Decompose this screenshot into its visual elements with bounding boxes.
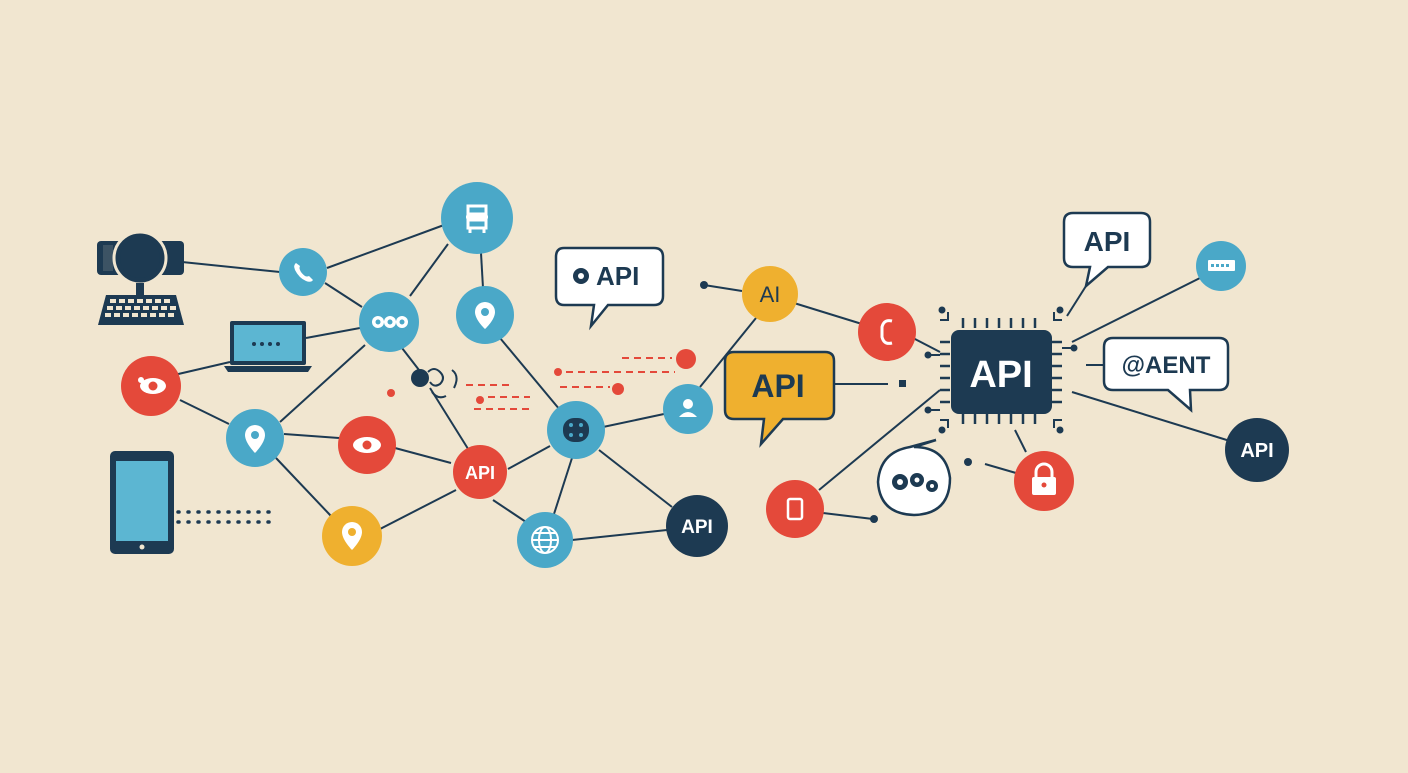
bubble-agent-label: @AENT [1122,352,1211,379]
bubble-agent: @AENT [1102,336,1230,413]
connector-knot [411,368,458,399]
gears-node [359,292,419,352]
c-node [858,303,916,361]
gears-icon [892,473,938,492]
bubble-yellow-api-label: API [751,368,804,404]
tablet-icon [110,451,174,554]
dotted-connectors [156,281,972,524]
connection-lines [173,224,1231,541]
api-node-navy-small: API [666,495,728,557]
chip-icon: API [924,306,1078,434]
bubble-gear-api: API [554,246,665,331]
eye-node-mid [338,416,396,474]
location-node-left [226,409,284,467]
hub-node [547,401,605,459]
api-red-label: API [465,463,495,483]
api-navy-right-label: API [1240,440,1273,462]
gears-icon [372,316,408,328]
card-node [1196,241,1246,291]
phone-icon [294,263,313,282]
user-icon [679,399,697,417]
api-node-red: API [453,445,507,499]
lock-icon [1032,462,1056,495]
globe-node [517,512,573,568]
location-node-yellow [322,506,382,566]
webcam-keyboard-icon [97,230,184,325]
laptop-icon [224,321,312,372]
location-node-top [456,286,514,344]
mobile-icon [786,497,804,521]
server-node [441,182,513,254]
bubble-gear-api-label: API [596,261,639,291]
bubble-top-api-label: API [1084,226,1131,257]
lock-node [1014,451,1074,511]
bubble-yellow-api: API [723,350,836,448]
ai-node: AI [742,266,798,322]
ai-node-label: AI [760,282,781,307]
chip-api-label: API [969,354,1032,396]
api-navy-small-label: API [681,517,713,538]
bubble-gears [876,438,952,517]
user-node [663,384,713,434]
phone-node [279,248,327,296]
eye-node-left [121,356,181,416]
mobile-node [766,480,824,538]
gear-icon [573,268,589,284]
globe-icon [531,526,559,554]
api-node-navy-right: API [1225,418,1289,482]
server-icon [466,204,488,233]
bubble-top-api: API [1062,211,1152,290]
